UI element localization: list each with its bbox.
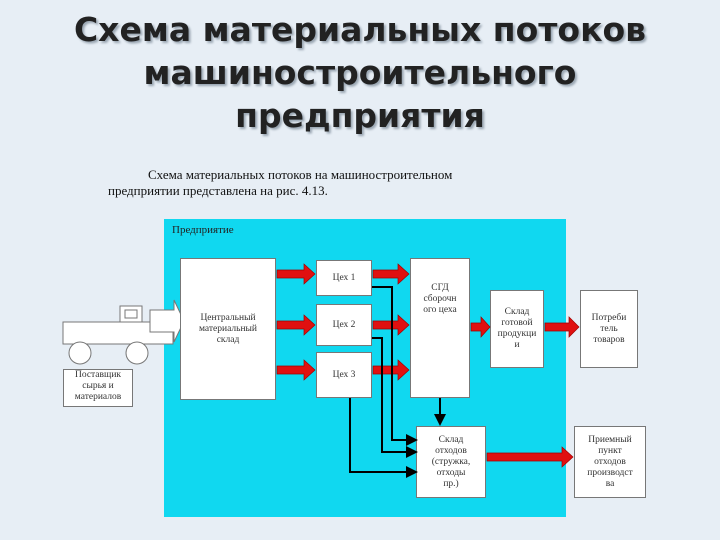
waste-warehouse-line-4: отходы bbox=[436, 467, 466, 478]
consumer-line-2: тель bbox=[600, 323, 618, 334]
waste-warehouse-line-1: Склад bbox=[438, 434, 464, 445]
shop-2-label: Цех 2 bbox=[332, 319, 356, 330]
central-warehouse-line-2: материальный bbox=[198, 323, 258, 334]
supplier-line-3: материалов bbox=[74, 392, 122, 402]
finished-goods-line-2: готовой bbox=[501, 318, 533, 328]
title-line-2: машиностроительного bbox=[143, 53, 577, 92]
title-line-1: Схема материальных потоков bbox=[73, 10, 647, 49]
caption-line-2: предприятии представлена на рис. 4.13. bbox=[108, 183, 328, 198]
waste-warehouse-line-2: отходов bbox=[435, 445, 467, 456]
shop-1-label: Цех 1 bbox=[332, 272, 356, 283]
slide-title: Схема материальных потоков машиностроите… bbox=[0, 8, 720, 137]
caption-line-1: Схема материальных потоков на машиностро… bbox=[148, 167, 453, 182]
waste-point-line-3: отходов bbox=[594, 456, 626, 467]
finished-goods-box: Склад готовой продукци и bbox=[490, 290, 544, 368]
finished-goods-line-1: Склад bbox=[504, 307, 530, 317]
waste-warehouse-box: Склад отходов (стружка, отходы пр.) bbox=[416, 426, 486, 498]
central-warehouse-line-1: Центральный bbox=[200, 312, 256, 323]
supplier-line-1: Поставщик bbox=[74, 370, 122, 380]
enterprise-label: Предприятие bbox=[172, 224, 234, 236]
waste-warehouse-line-5: пр.) bbox=[443, 478, 459, 489]
figure-caption: Схема материальных потоков на машиностро… bbox=[108, 167, 578, 199]
waste-warehouse-line-3: (стружка, bbox=[431, 456, 471, 467]
waste-point-line-1: Приемный bbox=[588, 434, 632, 445]
waste-point-line-5: ва bbox=[605, 478, 615, 489]
shop-3-box: Цех 3 bbox=[316, 352, 372, 398]
shop-3-label: Цех 3 bbox=[332, 369, 356, 380]
assembly-line-3: ого цеха bbox=[423, 305, 457, 315]
supplier-line-2: сырья и bbox=[82, 381, 114, 391]
shop-2-box: Цех 2 bbox=[316, 304, 372, 346]
finished-goods-line-3: продукци bbox=[497, 329, 537, 339]
waste-point-box: Приемный пункт отходов производст ва bbox=[574, 426, 646, 498]
waste-point-line-2: пункт bbox=[598, 445, 622, 456]
assembly-line-1: СГД bbox=[431, 283, 449, 293]
central-warehouse-line-3: склад bbox=[216, 334, 240, 345]
finished-goods-line-4: и bbox=[514, 340, 520, 350]
central-warehouse-box: Центральный материальный склад bbox=[180, 258, 276, 400]
supplier-box: Поставщик сырья и материалов bbox=[63, 369, 133, 407]
assembly-line-2: сборочн bbox=[423, 294, 457, 304]
assembly-shop-box: СГД сборочн ого цеха bbox=[410, 258, 470, 398]
consumer-line-1: Потреби bbox=[591, 312, 627, 323]
consumer-box: Потреби тель товаров bbox=[580, 290, 638, 368]
shop-1-box: Цех 1 bbox=[316, 260, 372, 296]
consumer-line-3: товаров bbox=[593, 334, 625, 345]
title-line-3: предприятия bbox=[235, 96, 485, 135]
waste-point-line-4: производст bbox=[587, 467, 633, 478]
